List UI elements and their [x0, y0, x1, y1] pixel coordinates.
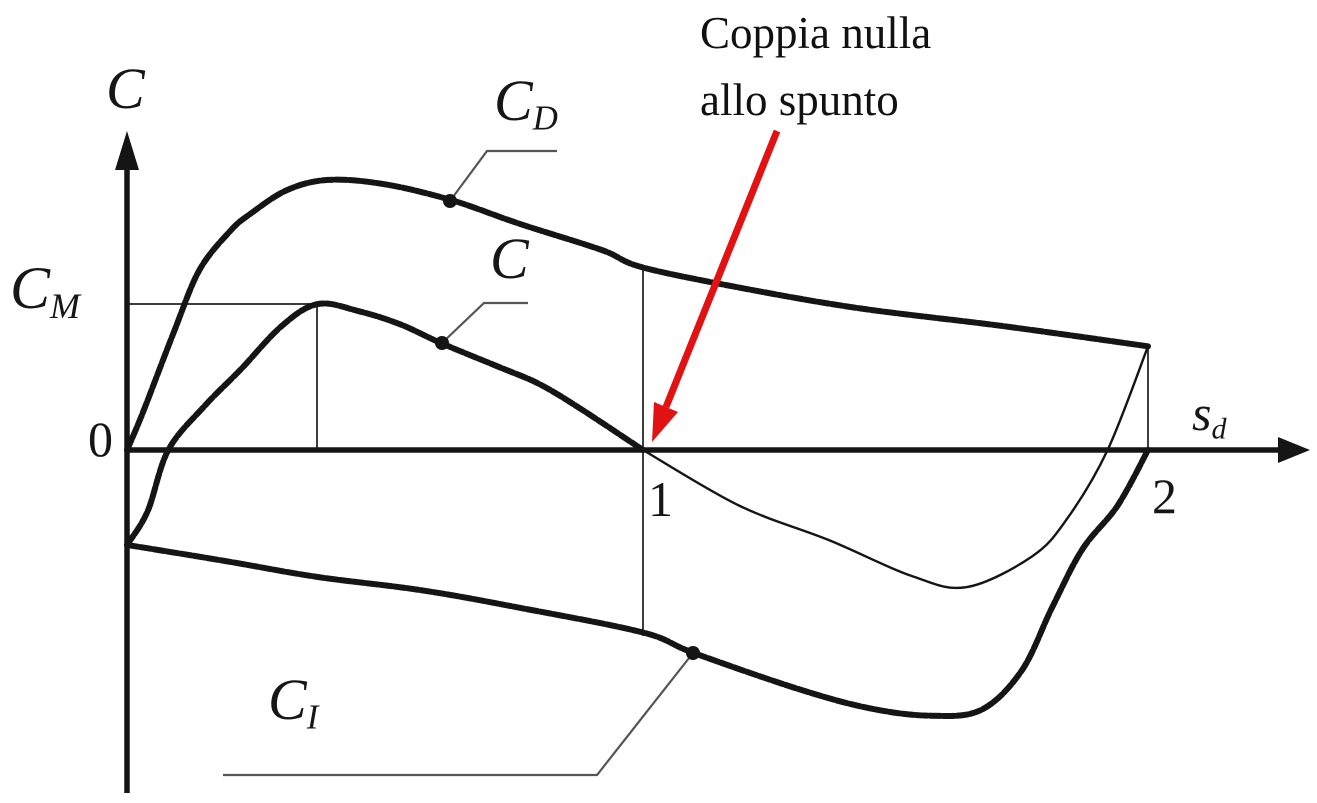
cm-tick-label: CM — [10, 258, 80, 324]
curve-cd-label: CD — [494, 72, 558, 137]
callout-line-1: Coppia nulla — [700, 8, 932, 58]
callout-text: Coppia nulla allo spunto — [700, 0, 931, 134]
curve-c-label: C — [490, 230, 529, 288]
c-leader-line — [441, 301, 528, 344]
y-axis-label-text: C — [106, 56, 145, 121]
cm-tick-sub: M — [50, 286, 81, 327]
x-tick-2-text: 2 — [1152, 468, 1177, 524]
x-tick-1-label: 1 — [648, 474, 673, 524]
cm-tick-main: C — [10, 255, 51, 321]
annotation-arrowhead-icon — [652, 402, 678, 442]
origin-label-text: 0 — [88, 411, 113, 467]
curve-cd-path — [124, 176, 1151, 453]
cd-anchor-dot — [443, 194, 457, 208]
curve-c-thick-path — [124, 300, 646, 548]
cd-leader-line — [449, 149, 557, 202]
ci-anchor-dot — [686, 646, 700, 660]
x-axis-label: sd — [1192, 388, 1226, 444]
curve-c-thin-path — [641, 345, 1150, 590]
x-tick-2-label: 2 — [1152, 471, 1177, 521]
y-axis-arrowhead-icon — [115, 131, 139, 170]
annotation-arrow — [652, 129, 781, 442]
curve-ci-label-sub: I — [306, 697, 319, 737]
x-axis-arrowhead-icon — [1278, 437, 1310, 463]
annotation-arrow-shaft — [662, 129, 781, 409]
ci-leader-line — [223, 652, 694, 777]
curves — [124, 176, 1151, 719]
curve-cd-label-sub: D — [532, 98, 558, 138]
origin-label: 0 — [88, 414, 113, 464]
curve-cd-label-main: C — [494, 68, 533, 133]
callout-line-2: allo spunto — [700, 75, 899, 125]
curve-ci-label-main: C — [268, 667, 307, 732]
y-axis-label: C — [106, 60, 145, 118]
x-axis-label-main: s — [1192, 385, 1212, 441]
curve-ci-path — [124, 447, 1151, 719]
anchor-dots — [435, 194, 700, 660]
axes — [115, 131, 1310, 793]
curve-c-label-main: C — [490, 226, 529, 291]
leader-lines — [223, 149, 694, 777]
x-tick-1-text: 1 — [648, 471, 673, 527]
x-axis-label-sub: d — [1211, 412, 1227, 446]
curve-ci-label: CI — [268, 671, 318, 736]
c-anchor-dot — [435, 336, 449, 350]
